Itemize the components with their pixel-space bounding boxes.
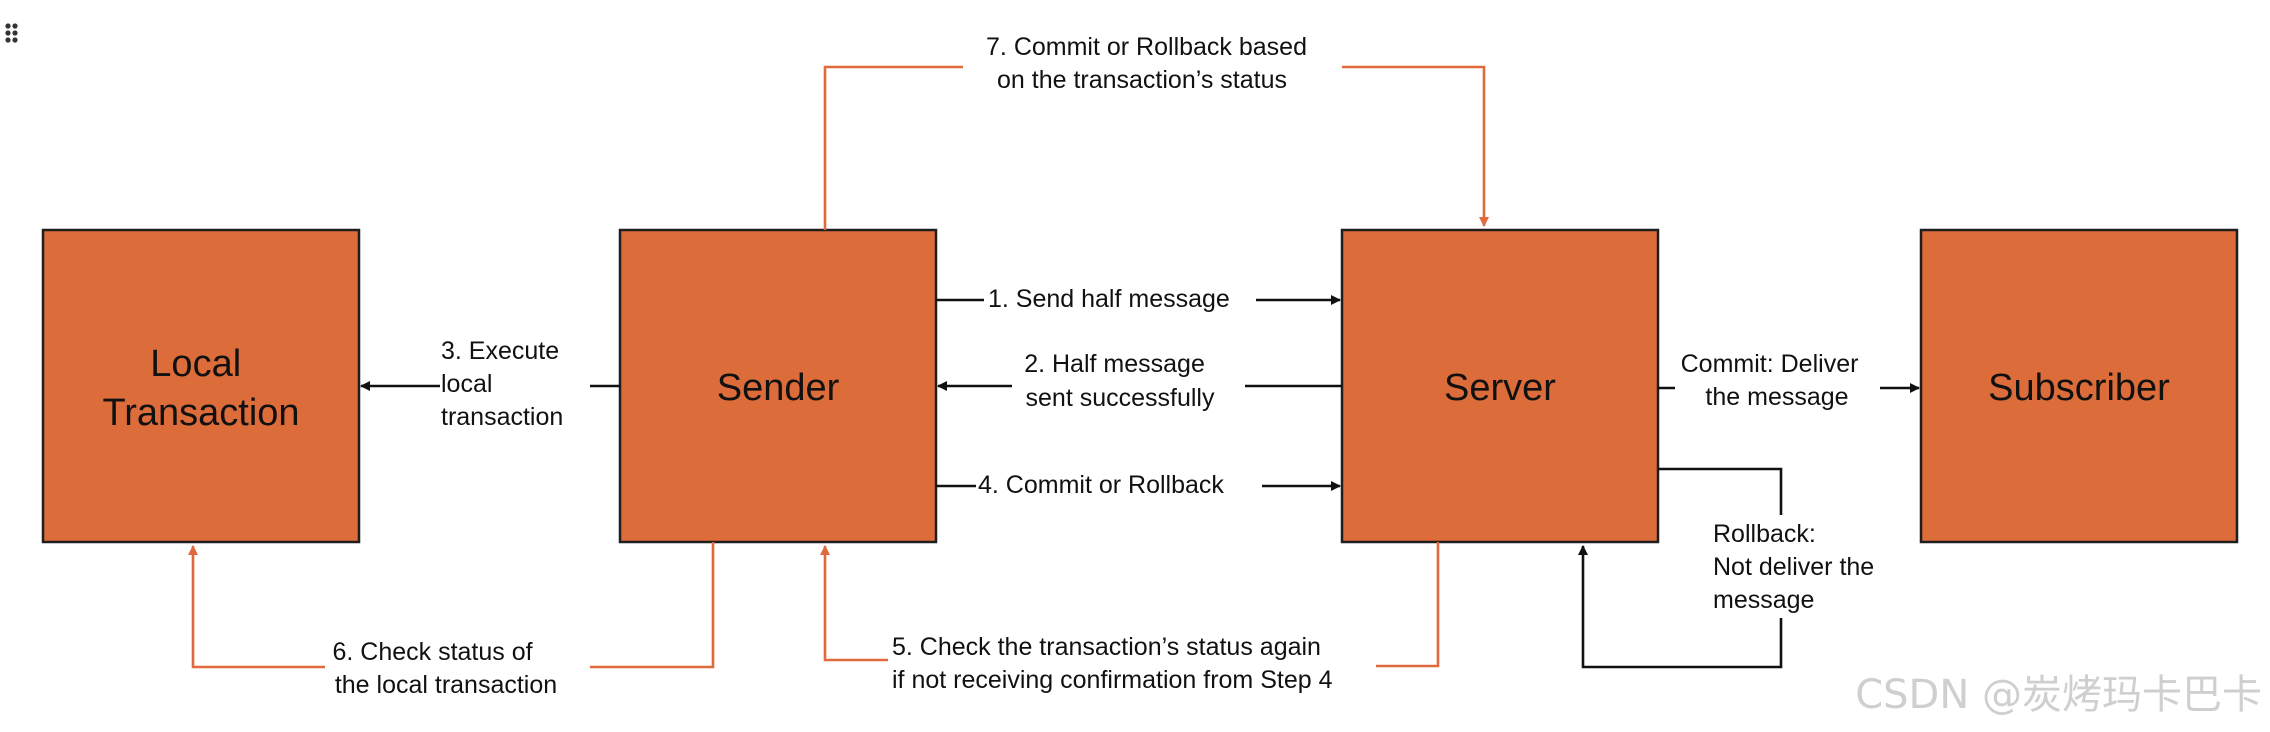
local-transaction-node: Local Transaction [41, 228, 361, 544]
rollback-loop-edge: Rollback: Not deliver the message [1578, 467, 1881, 669]
server-label: Server [1444, 367, 1556, 409]
step7-label: 7. Commit or Rollback based on the trans… [986, 33, 1314, 94]
local-transaction-label: Local Transaction [102, 343, 299, 434]
step3-execute-local-transaction-edge: 3. Execute local transaction [360, 337, 620, 431]
watermark: CSDN @炭烤玛卡巴卡 [1855, 672, 2262, 718]
rollback-label: Rollback: Not deliver the message [1713, 520, 1881, 614]
subscriber-label: Subscriber [1988, 367, 2170, 409]
step6-check-local-status-edge: 6. Check status of the local transaction [188, 542, 715, 699]
step3-label: 3. Execute local transaction [441, 337, 566, 431]
commit-deliver-edge: Commit: Deliver the message [1658, 350, 1920, 411]
watermark-text: CSDN @炭烤玛卡巴卡 [1855, 672, 2262, 718]
sender-node: Sender [618, 228, 938, 544]
drag-handle-icon[interactable] [5, 23, 18, 43]
step7-commit-rollback-status-edge: 7. Commit or Rollback based on the trans… [823, 33, 1489, 230]
commit-label: Commit: Deliver the message [1681, 350, 1866, 411]
step1-label: 1. Send half message [988, 285, 1230, 313]
step2-half-message-sent-edge: 2. Half message sent successfully [937, 350, 1342, 412]
sender-label: Sender [717, 367, 840, 409]
step1-send-half-message-edge: 1. Send half message [936, 285, 1341, 313]
step2-label: 2. Half message sent successfully [1024, 350, 1215, 412]
step5-label: 5. Check the transaction’s status again … [892, 633, 1333, 694]
step4-commit-or-rollback-edge: 4. Commit or Rollback [936, 471, 1341, 499]
subscriber-node: Subscriber [1919, 228, 2239, 544]
step6-label: 6. Check status of the local transaction [332, 638, 557, 699]
step5-check-status-again-edge: 5. Check the transaction’s status again … [820, 542, 1440, 694]
step4-label: 4. Commit or Rollback [978, 471, 1224, 499]
server-node: Server [1340, 228, 1660, 544]
